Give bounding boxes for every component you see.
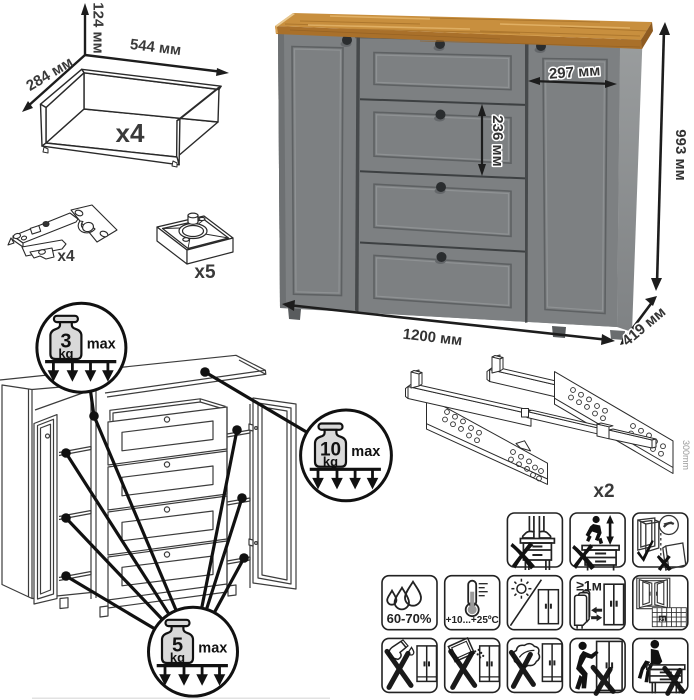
svg-text:max: max [87, 337, 116, 353]
svg-text:60-70%: 60-70% [387, 611, 432, 626]
svg-text:993 мм: 993 мм [672, 129, 689, 180]
svg-text:297 мм: 297 мм [548, 62, 600, 83]
svg-text:x4: x4 [57, 248, 75, 265]
svg-text:300mm: 300mm [681, 440, 691, 470]
svg-text:max: max [198, 641, 227, 657]
svg-text:≥1м: ≥1м [576, 578, 602, 594]
svg-text:21: 21 [660, 618, 666, 624]
svg-text:kg: kg [58, 346, 73, 361]
svg-text:3: 3 [60, 331, 71, 353]
svg-text:x5: x5 [194, 262, 216, 283]
svg-text:544 мм: 544 мм [129, 36, 182, 59]
svg-text:x2: x2 [593, 481, 614, 502]
svg-text:x4: x4 [116, 118, 145, 148]
svg-text:max: max [351, 444, 380, 460]
svg-text:kg: kg [323, 454, 338, 469]
svg-text:5: 5 [172, 635, 183, 657]
svg-text:+10...+25ºC: +10...+25ºC [446, 615, 499, 626]
svg-text:124 мм: 124 мм [90, 2, 107, 53]
svg-text:10: 10 [320, 439, 341, 460]
svg-text:kg: kg [170, 650, 185, 665]
svg-text:236 мм: 236 мм [489, 115, 506, 166]
